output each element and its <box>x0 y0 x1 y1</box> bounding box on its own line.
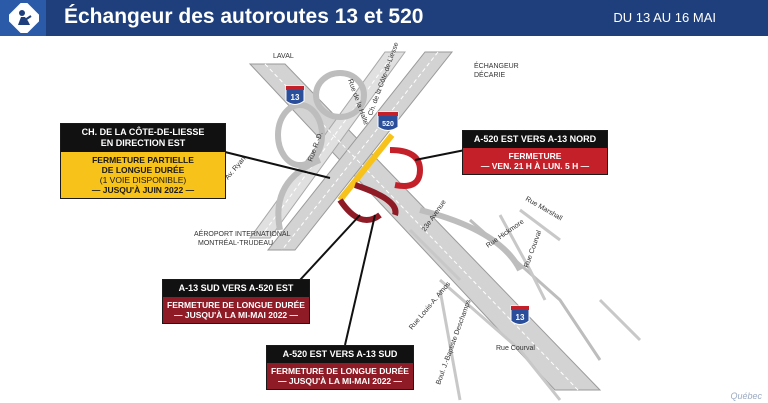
label-aeroport-1: AÉROPORT INTERNATIONAL <box>194 229 291 238</box>
shield-a520-label: 520 <box>382 121 394 128</box>
loop-north <box>313 70 367 120</box>
closure-darkred-a13-sud-a520 <box>337 198 382 223</box>
callout-a520-a13-sud: A-520 EST VERS A-13 SUD FERMETURE DE LON… <box>266 345 414 390</box>
label-echangeur-1: ÉCHANGEUR <box>474 61 519 70</box>
street-cote-east <box>598 298 642 342</box>
shield-a520: 520 <box>377 111 399 131</box>
shield-a13-bottom: 13 <box>510 305 530 325</box>
callout-a520-a13-sud-body: FERMETURE DE LONGUE DURÉE — JUSQU'À LA M… <box>267 363 413 389</box>
leader-lines <box>224 149 466 346</box>
label-rue-courval-2: Rue Courval <box>496 345 535 352</box>
leader-a520-a13-nord <box>414 149 466 161</box>
callout-a13-sud-a520-body: FERMETURE DE LONGUE DURÉE — JUSQU'À LA M… <box>163 297 309 323</box>
page-title: Échangeur des autoroutes 13 et 520 <box>64 5 424 28</box>
street-marshall <box>519 208 561 242</box>
callout-cote-de-liesse-heading: CH. DE LA CÔTE-DE-LIESSE EN DIRECTION ES… <box>61 124 225 152</box>
shield-a13-top-label: 13 <box>291 93 300 102</box>
closure-darkred-a520-a13-sud <box>354 182 399 216</box>
label-rue-courval: Rue Courval <box>523 229 543 268</box>
street-hickmore <box>498 214 547 301</box>
quebec-watermark: Québec <box>730 391 762 401</box>
callout-a13-sud-a520: A-13 SUD VERS A-520 EST FERMETURE DE LON… <box>162 279 310 324</box>
construction-worker-icon <box>9 3 39 33</box>
callout-a520-a13-nord-heading: A-520 EST VERS A-13 NORD <box>463 131 607 148</box>
street-23e <box>408 228 462 282</box>
ramp-west <box>275 157 322 231</box>
closure-red-a520-a13-nord <box>389 147 424 189</box>
date-range: DU 13 AU 16 MAI <box>613 10 716 25</box>
closure-yellow-cote-de-liesse <box>337 133 395 202</box>
callout-a13-sud-a520-heading: A-13 SUD VERS A-520 EST <box>163 280 309 297</box>
callout-cote-de-liesse-body: FERMETURE PARTIELLE DE LONGUE DURÉE (1 V… <box>61 152 225 198</box>
lane-lines <box>259 51 579 391</box>
local-streets <box>408 208 642 401</box>
leader-cote-de-liesse <box>224 151 331 179</box>
closures <box>337 133 424 223</box>
ramps <box>275 70 602 361</box>
page-header: Échangeur des autoroutes 13 et 520 DU 13… <box>0 0 768 36</box>
shield-a13-top: 13 <box>285 85 305 105</box>
street-amos <box>438 289 462 401</box>
leader-a520-a13-sud <box>344 214 376 346</box>
label-aeroport-2: MONTRÉAL-TRUDEAU <box>198 238 273 247</box>
label-echangeur-2: DÉCARIE <box>474 70 505 79</box>
shield-a13-bottom-label: 13 <box>516 313 525 322</box>
loop-nw <box>275 102 325 168</box>
street-courval <box>439 278 562 401</box>
label-av-ryan: Av. Ryan <box>224 155 247 181</box>
label-laval: LAVAL <box>273 53 294 60</box>
callout-cote-de-liesse: CH. DE LA CÔTE-DE-LIESSE EN DIRECTION ES… <box>60 123 226 199</box>
callout-a520-a13-sud-heading: A-520 EST VERS A-13 SUD <box>267 346 413 363</box>
interchange-map: 13 520 13 LAVAL ÉCHANGEUR DÉCARIE AÉROPO… <box>194 41 642 401</box>
local-street-east <box>469 218 602 361</box>
callout-a520-a13-nord: A-520 EST VERS A-13 NORD FERMETURE — VEN… <box>462 130 608 175</box>
callout-a520-a13-nord-body: FERMETURE — VEN. 21 H À LUN. 5 H — <box>463 148 607 174</box>
leader-a13-sud-a520 <box>299 214 361 281</box>
